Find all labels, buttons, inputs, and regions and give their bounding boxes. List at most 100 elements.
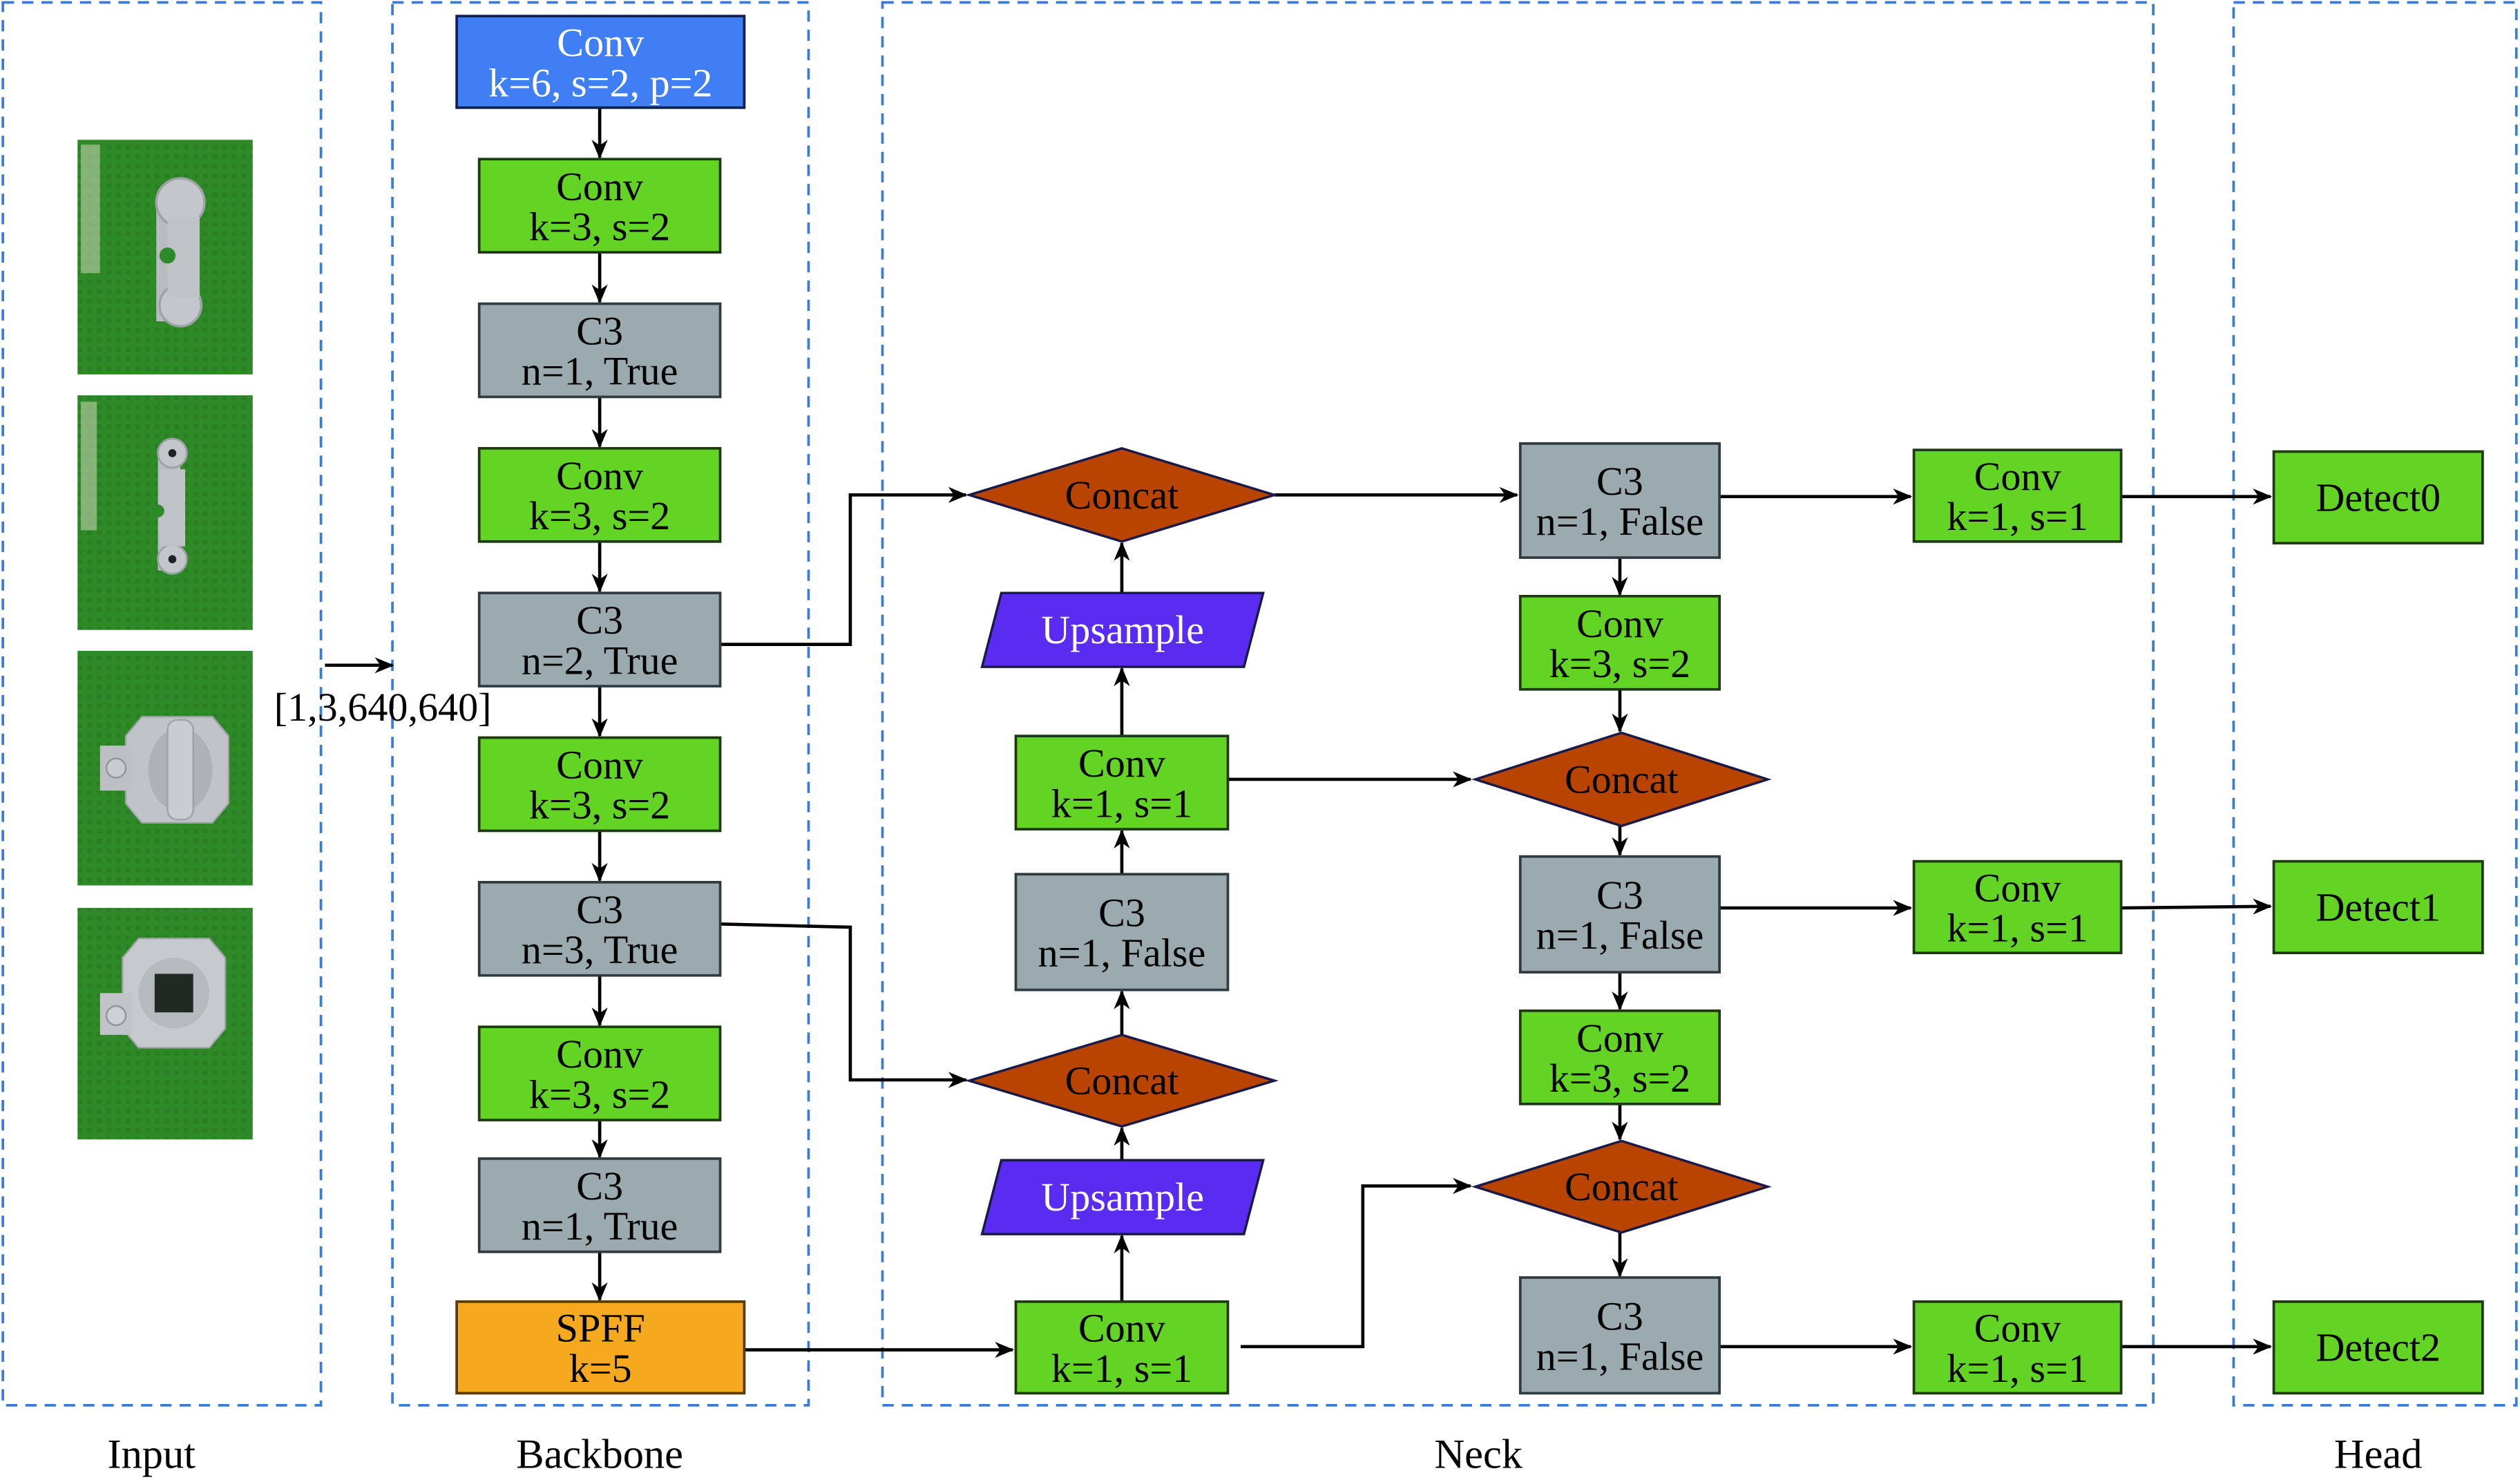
node-params: n=3, True [522,927,678,972]
node-title: Conv [556,164,644,209]
node-params: k=3, s=2 [1549,1056,1690,1101]
node-title: Conv [1576,601,1664,646]
conv-shape [1912,1300,2123,1395]
node-params: k=1, s=1 [1947,494,2088,539]
part-photo-3 [77,650,253,886]
c3-shape [477,880,722,977]
edge-n_conv2-n_cat4 [1241,1177,1472,1349]
node-n_up2: Upsample [980,1159,1265,1235]
conv-first-shape [455,15,746,109]
upsample-shape [980,591,1265,668]
section-label-head: Head [2334,1431,2423,1477]
node-b8: C3n=1, True [477,1157,722,1253]
concat-shape [965,447,1279,543]
conv-shape [1912,448,2123,543]
spff-shape [455,1300,746,1395]
node-params: n=1, False [1536,499,1704,544]
node-b4: C3n=2, True [477,591,722,687]
node-title: Conv [556,1032,644,1076]
section-label-backbone: Backbone [516,1431,683,1477]
node-title: C3 [1596,459,1643,504]
head-section-frame [2232,1,2518,1407]
node-title: Conv [1974,454,2062,499]
node-params: k=1, s=1 [1051,1346,1192,1391]
node-params: k=6, s=2, p=2 [488,60,712,105]
node-title: Detect1 [2316,884,2441,929]
part-photo-2 [77,395,253,630]
conv-shape [1518,594,1721,691]
node-title: Conv [557,20,645,65]
node-title: C3 [576,1164,623,1208]
node-params: k=3, s=2 [529,1072,670,1117]
section-label-neck: Neck [1435,1431,1523,1477]
concat-shape [1471,1139,1772,1234]
node-params: n=1, False [1038,931,1206,976]
node-title: Conv [556,453,644,498]
input-shape-label: [1,3,640,640] [274,685,492,730]
node-n_cat1: Concat [965,447,1279,543]
node-h_det1: Detect1 [2272,860,2484,955]
c3-shape [1014,873,1230,992]
node-title: C3 [576,887,623,932]
node-params: k=3, s=2 [529,204,670,249]
node-title: SPFF [556,1306,645,1351]
node-params: n=2, True [522,638,678,683]
node-title: Detect0 [2316,475,2441,520]
node-title: Conv [556,743,644,788]
node-title: C3 [1098,891,1145,936]
concat-shape [1471,731,1772,828]
node-title: Concat [1565,1164,1679,1209]
node-title: C3 [1596,873,1643,918]
node-n_cat3: Concat [1471,731,1772,828]
node-params: k=1, s=1 [1947,1346,2088,1391]
node-params: k=1, s=1 [1051,781,1192,826]
edge-b4-n_cat1 [720,486,968,646]
node-n_c3d: C3n=1, False [1518,1276,1721,1395]
node-n_c3c: C3n=1, False [1518,855,1721,974]
backbone-section-frame [391,1,810,1407]
c3-shape [1518,855,1721,974]
input-section-frame [1,1,323,1407]
node-n_c3a: C3n=1, False [1014,873,1230,992]
node-h_det2: Detect2 [2272,1300,2484,1395]
node-title: C3 [1596,1293,1643,1338]
edge-h_conv1-h_det1 [2121,898,2273,915]
edge-b6-n_cat2 [720,922,968,1088]
node-title: Concat [1065,1059,1179,1103]
section-labels: Input Backbone Neck Head [107,1431,2422,1477]
node-title: Conv [1974,865,2062,910]
node-title: Conv [1576,1016,1664,1061]
conv-shape [477,447,722,543]
concat-shape [964,1033,1279,1128]
node-params: n=1, False [1536,913,1704,958]
node-title: Upsample [1041,607,1204,652]
conv-shape [477,736,722,833]
conv-shape [1518,1009,1721,1106]
node-params: n=1, True [522,1204,678,1249]
input-images [77,140,253,1139]
upsample-shape [980,1159,1265,1235]
c3-shape [477,1157,722,1253]
c3-shape [477,302,722,399]
node-params: k=3, s=2 [529,493,670,538]
conv-shape [477,158,722,254]
node-params: k=3, s=2 [1549,641,1690,686]
node-title: Conv [1078,1306,1166,1351]
c3-shape [1518,442,1721,559]
node-n_cat4: Concat [1471,1139,1772,1234]
conv-shape [2272,1300,2484,1395]
conv-shape [2272,450,2484,544]
node-n_up1: Upsample [980,591,1265,668]
node-n_c3b: C3n=1, False [1518,442,1721,559]
section-label-input: Input [107,1431,195,1477]
node-params: n=1, True [522,349,678,394]
part-photo-4 [77,908,253,1139]
